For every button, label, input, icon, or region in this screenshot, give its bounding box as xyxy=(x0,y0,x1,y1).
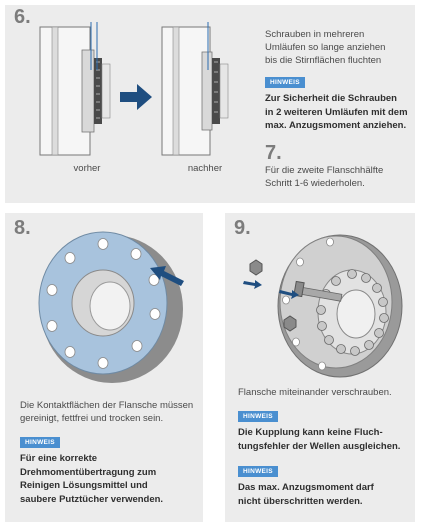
step-6-hint-badge: HINWEIS xyxy=(265,77,305,88)
step-8-note: Für eine korrekte Drehmomentübertragung … xyxy=(20,453,164,505)
step-6-number: 6. xyxy=(14,6,31,28)
step-8-number: 8. xyxy=(14,217,31,239)
caption-before: vorher xyxy=(73,163,101,174)
step-9-hint-badge-2: HINWEIS xyxy=(238,466,278,477)
caption-after: nachher xyxy=(187,163,223,174)
step-9-instruction: Flansche miteinander verschrauben. xyxy=(238,387,392,398)
step-8-instruction: Die Kontaktflächen der Flansche müssen g… xyxy=(20,400,194,424)
step-8-hint-badge: HINWEIS xyxy=(20,437,60,448)
step-7-number: 7. xyxy=(265,142,282,164)
step-6-note: Zur Sicherheit die Schrauben in 2 weiter… xyxy=(265,93,408,131)
step-9-note-2: Das max. Anzugsmoment darf nicht übersch… xyxy=(238,482,374,507)
step-9-number: 9. xyxy=(234,217,251,239)
step-6-instruction: Schrauben in mehreren Umläufen so lange … xyxy=(265,29,386,66)
step-7-instruction: Für die zweite Flanschhälfte Schritt 1-6… xyxy=(265,165,384,189)
step-9-note-1: Die Kupplung kann keine Fluch- tungsfehl… xyxy=(238,427,401,452)
step-9-hint-badge-1: HINWEIS xyxy=(238,411,278,422)
